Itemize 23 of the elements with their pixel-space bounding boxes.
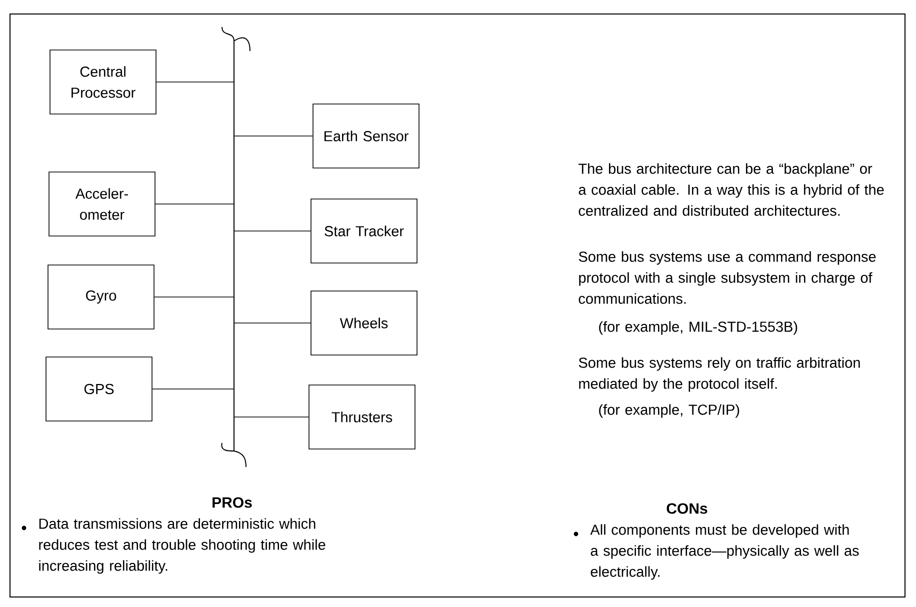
bullet-text: Data transmissions are deterministic which reduces test and trouble shooting time while increasing reliability. bbox=[39, 518, 326, 574]
connector-line bbox=[154, 296, 234, 298]
component-box: Star Tracker bbox=[310, 198, 418, 264]
note-text: The bus architecture can be a “backplane” or a coaxial cable. In a way this is a hybrid of the centralized and distributed architectures. bbox=[578, 163, 884, 216]
component-box: Central Processor bbox=[50, 50, 156, 114]
note-text: (for example, MIL-STD-1553B) bbox=[599, 321, 798, 335]
connector-line bbox=[234, 230, 311, 232]
connector-line bbox=[234, 322, 311, 324]
component-box: Earth Sensor bbox=[312, 104, 420, 168]
bus-line bbox=[221, 26, 250, 468]
note-text: Some bus systems use a command response protocol with a single subsystem in charge of communications. bbox=[578, 251, 876, 304]
note-text: (for example, TCP/IP) bbox=[599, 404, 740, 418]
component-box: Wheels bbox=[310, 290, 418, 356]
component-box: Gyro bbox=[48, 264, 154, 330]
component-box: GPS bbox=[46, 356, 152, 422]
connector-line bbox=[152, 388, 234, 390]
component-box: Acceler- ometer bbox=[48, 172, 156, 236]
section-heading: CONs bbox=[666, 503, 708, 514]
component-box: Thrusters bbox=[308, 384, 416, 450]
note-text: Some bus systems rely on traffic arbitration mediated by the protocol itself. bbox=[578, 357, 860, 392]
bullet-text: All components must be developed with a specific interface—physically as well as electrically. bbox=[590, 524, 859, 580]
connector-line bbox=[234, 416, 309, 418]
section-heading: PROs bbox=[212, 497, 252, 508]
